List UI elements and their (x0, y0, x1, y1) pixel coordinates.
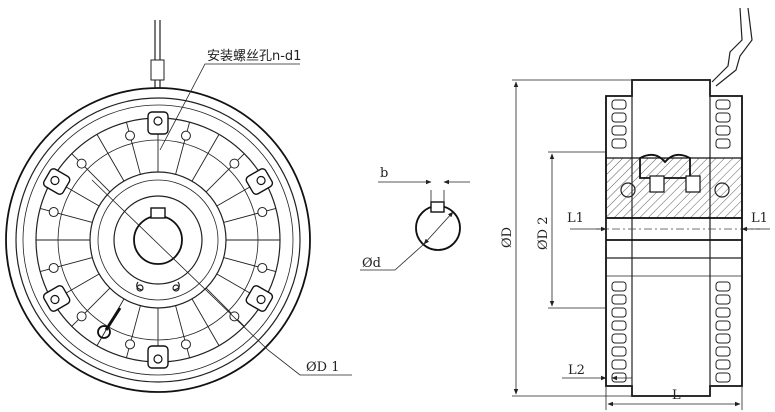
pitch-hole (257, 207, 268, 218)
pitch-hole (257, 262, 268, 273)
spoke-line (191, 298, 220, 346)
keyway-section (430, 201, 445, 213)
spoke-line (71, 153, 111, 193)
pitch-hole (229, 158, 240, 169)
mounting-tabs (42, 111, 274, 369)
sectioned-core (605, 157, 743, 219)
length-l-label: L (672, 388, 681, 403)
shaft-d-label: Ød (362, 256, 381, 271)
mounting-tab (245, 168, 274, 195)
pitch-hole (180, 339, 191, 350)
mounting-tab (42, 285, 71, 312)
pitch-hole (48, 207, 59, 218)
spoke-line (40, 207, 93, 223)
mounting-tab (147, 345, 169, 369)
shaft-section: b Ød (360, 166, 470, 271)
outer-ring-inner (15, 97, 301, 383)
hub-ring (89, 171, 227, 309)
outer-ring (5, 87, 311, 393)
pitch-hole (76, 158, 87, 169)
d1-label: ØD 1 (306, 360, 339, 375)
spoke-line (40, 257, 93, 273)
pitch-hole (125, 339, 136, 350)
cooling-fins-left (611, 99, 627, 383)
segment-spokes (36, 118, 280, 362)
d1-leader (91, 179, 352, 376)
mounting-tab (42, 168, 71, 195)
spoke-line (191, 134, 220, 182)
release-lever (104, 307, 122, 331)
mounting-tab (245, 285, 274, 312)
pitch-hole (48, 262, 59, 273)
front-view: 安装螺丝孔n-d1 ØD 1 (5, 20, 352, 393)
pitch-holes (48, 130, 268, 350)
side-view: ØD ØD 2 L1 L1 L2 L (500, 7, 770, 410)
pitch-hole (125, 130, 136, 141)
spoke-line (205, 153, 245, 193)
cooling-fins-right (715, 99, 731, 383)
inner-d2-label: ØD 2 (536, 217, 551, 250)
mount-hole-leader (159, 63, 300, 151)
spoke-line (125, 122, 141, 175)
l1-left-label: L1 (567, 211, 584, 226)
bore-outer (113, 195, 203, 285)
l1-right-label: L1 (751, 211, 768, 226)
spoke-line (175, 122, 191, 175)
mounting-tab (147, 111, 169, 135)
lead-wires-front (150, 20, 165, 88)
pitch-hole (76, 311, 87, 322)
spoke-line (223, 207, 276, 223)
l2-label: L2 (568, 363, 585, 378)
spoke-line (125, 305, 141, 358)
spoke-line (96, 134, 125, 182)
outer-d-label: ØD (500, 227, 515, 248)
keyway-b-label: b (380, 166, 388, 181)
spoke-line (175, 305, 191, 358)
keyway-front (150, 207, 166, 219)
spoke-line (223, 257, 276, 273)
lead-wires-side (711, 7, 753, 87)
spoke-line (205, 287, 245, 327)
pitch-hole (229, 311, 240, 322)
pitch-hole (180, 130, 191, 141)
shaft-bore (133, 215, 183, 265)
mount-hole-label: 安装螺丝孔n-d1 (207, 49, 301, 64)
spoke-line (71, 287, 111, 327)
